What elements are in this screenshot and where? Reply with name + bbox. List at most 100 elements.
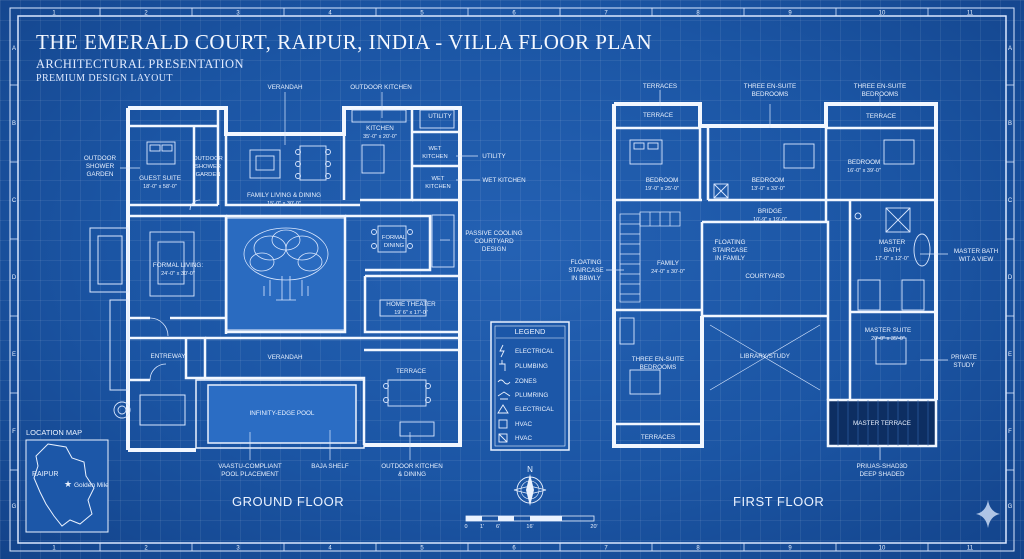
tick-label-side: C	[12, 198, 17, 204]
tick-label-bottom: 2	[144, 546, 148, 552]
tick-label-top: 5	[420, 11, 424, 17]
svg-text:FLOATING: FLOATING	[570, 259, 601, 266]
ground-floor-label: GROUND FLOOR	[232, 494, 345, 509]
svg-text:17'-0" x 12'-0": 17'-0" x 12'-0"	[875, 256, 909, 262]
room-family-living-dim: 15'-0" x 30'-0"	[267, 201, 301, 207]
hvac-fan-icon	[498, 419, 508, 429]
legend-item-label: PLUMRING	[515, 392, 548, 399]
lightning-icon	[499, 344, 505, 358]
svg-text:IN BBWLY: IN BBWLY	[571, 275, 601, 282]
page-subtitle: ARCHITECTURAL PRESENTATION	[36, 57, 244, 71]
tick-label-bottom: 7	[604, 546, 608, 552]
location-marker: Golden Mile	[74, 482, 109, 489]
svg-text:PASSIVE COOLING: PASSIVE COOLING	[465, 230, 522, 237]
svg-text:24'-0" x 30'-0": 24'-0" x 30'-0"	[651, 269, 685, 275]
room-family: FAMILY	[657, 260, 680, 267]
svg-text:BATH: BATH	[884, 247, 901, 254]
svg-text:IN FAMILY: IN FAMILY	[715, 255, 746, 262]
tick-label-bottom: 6	[512, 546, 516, 552]
svg-text:PRIVATE: PRIVATE	[951, 354, 977, 361]
svg-text:SHOWER: SHOWER	[86, 163, 115, 170]
room-guest-suite: GUEST SUITE	[139, 175, 181, 182]
tick-label-top: 3	[236, 11, 240, 17]
room-bedroom: BEDROOM	[752, 177, 785, 184]
furniture-symbols	[113, 109, 455, 437]
svg-text:BEDROOMS: BEDROOMS	[752, 91, 789, 98]
callout-utility: UTILITY	[482, 153, 506, 160]
svg-text:KITCHEN: KITCHEN	[422, 154, 447, 160]
zone-wave-icon	[497, 379, 511, 385]
svg-text:10'-9" x 19'-0": 10'-9" x 19'-0"	[753, 217, 787, 223]
tick-label-side: A	[12, 46, 16, 52]
scale-bar: 0 1' 6' 16' 20'	[464, 515, 598, 530]
tick-label-bottom: 4	[328, 546, 332, 552]
location-map-title: LOCATION MAP	[26, 428, 82, 437]
warning-icon	[497, 404, 509, 414]
svg-text:OUTDOOR KITCHEN: OUTDOOR KITCHEN	[381, 463, 443, 470]
svg-text:DESIGN: DESIGN	[482, 246, 507, 253]
floating-staircase-icon	[619, 211, 681, 303]
svg-text:THREE EN-SUITE: THREE EN-SUITE	[632, 356, 684, 363]
room-terrace-ff: TERRACE	[866, 113, 896, 120]
svg-text:KITCHEN: KITCHEN	[425, 184, 450, 190]
svg-text:THREE EN-SUITE: THREE EN-SUITE	[854, 83, 906, 90]
room-outdoor-shower-line1: OUTDOOR	[193, 156, 223, 162]
tick-label-bottom: 10	[879, 546, 886, 552]
room-bedroom: BEDROOM	[646, 177, 679, 184]
svg-text:VAASTU-COMPLIANT: VAASTU-COMPLIANT	[218, 463, 282, 470]
callout-outdoor-kitchen: OUTDOOR KITCHEN	[350, 84, 412, 91]
room-library: LIBRARY/STUDY	[740, 353, 791, 360]
svg-text:13'-0" x 33'-0": 13'-0" x 33'-0"	[751, 186, 785, 192]
legend-item-label: ELECTRICAL	[515, 406, 554, 413]
tick-label-top: 6	[512, 11, 516, 17]
tick-label-side: F	[12, 429, 16, 435]
room-bridge: BRIDGE	[758, 208, 782, 215]
tick-label-side: E	[1008, 352, 1012, 358]
svg-text:GARDEN: GARDEN	[87, 171, 114, 178]
room-verandah: VERANDAH	[268, 354, 303, 361]
tick-label-bottom: 8	[696, 546, 700, 552]
svg-text:DEEP SHADED: DEEP SHADED	[859, 471, 904, 478]
room-outdoor-shower-line3: GARDEN	[196, 172, 221, 178]
room-guest-suite-dim: 18'-0" x 58'-0"	[143, 184, 177, 190]
svg-text:FORMAL: FORMAL	[382, 235, 407, 241]
svg-text:DINING: DINING	[384, 243, 405, 249]
legend-item-label: ZONES	[515, 378, 537, 385]
room-terrace-ff: TERRACE	[643, 112, 673, 119]
callout-baja-shelf: BAJA SHELF	[311, 463, 349, 470]
svg-text:BEDROOMS: BEDROOMS	[640, 364, 677, 371]
room-entreway: ENTREWAY	[151, 353, 187, 360]
legend-item-label: HVAC	[515, 421, 532, 428]
border-ticks	[10, 8, 1014, 551]
svg-text:WET: WET	[432, 176, 445, 182]
faucet-icon	[499, 360, 506, 371]
svg-text:19'-0" x 25'-0": 19'-0" x 25'-0"	[645, 186, 679, 192]
legend-title: LEGEND	[515, 327, 546, 336]
room-master-suite: MASTER SUITE	[865, 327, 912, 334]
tick-label-side: B	[1008, 121, 1012, 127]
tick-label-top: 9	[788, 11, 792, 17]
tick-label-top: 4	[328, 11, 332, 17]
pipe-icon	[497, 391, 511, 400]
scale-label: 0	[464, 524, 467, 530]
svg-text:BEDROOMS: BEDROOMS	[862, 91, 899, 98]
room-infinity-pool: INFINITY-EDGE POOL	[250, 410, 315, 417]
room-master-terrace: MASTER TERRACE	[853, 420, 911, 427]
page-title: THE EMERALD COURT, RAIPUR, INDIA - VILLA…	[36, 30, 653, 54]
svg-text:PRIUAS-SHAD3D: PRIUAS-SHAD3D	[856, 463, 908, 470]
tick-label-top: 1	[52, 11, 56, 17]
callout-wet-kitchen: WET KITCHEN	[482, 177, 526, 184]
room-kitchen: KITCHEN	[366, 125, 394, 132]
svg-text:WIT A VIEW: WIT A VIEW	[959, 256, 994, 263]
location-star-icon: ★	[64, 479, 72, 489]
banyan-tree-icon	[243, 227, 329, 301]
scale-label: 1'	[480, 524, 484, 530]
legend-box: LEGEND ELECTRICAL PLUMBING ZONES PLUMRIN…	[490, 321, 570, 451]
svg-text:20'-0" x 35'-0": 20'-0" x 35'-0"	[871, 336, 905, 342]
room-family-living: FAMILY LIVING & DINING	[247, 192, 321, 199]
tick-label-top: 10	[879, 11, 886, 17]
scale-label: 16'	[526, 524, 533, 530]
room-terraces: TERRACES	[641, 434, 675, 441]
svg-text:THREE EN-SUITE: THREE EN-SUITE	[744, 83, 796, 90]
